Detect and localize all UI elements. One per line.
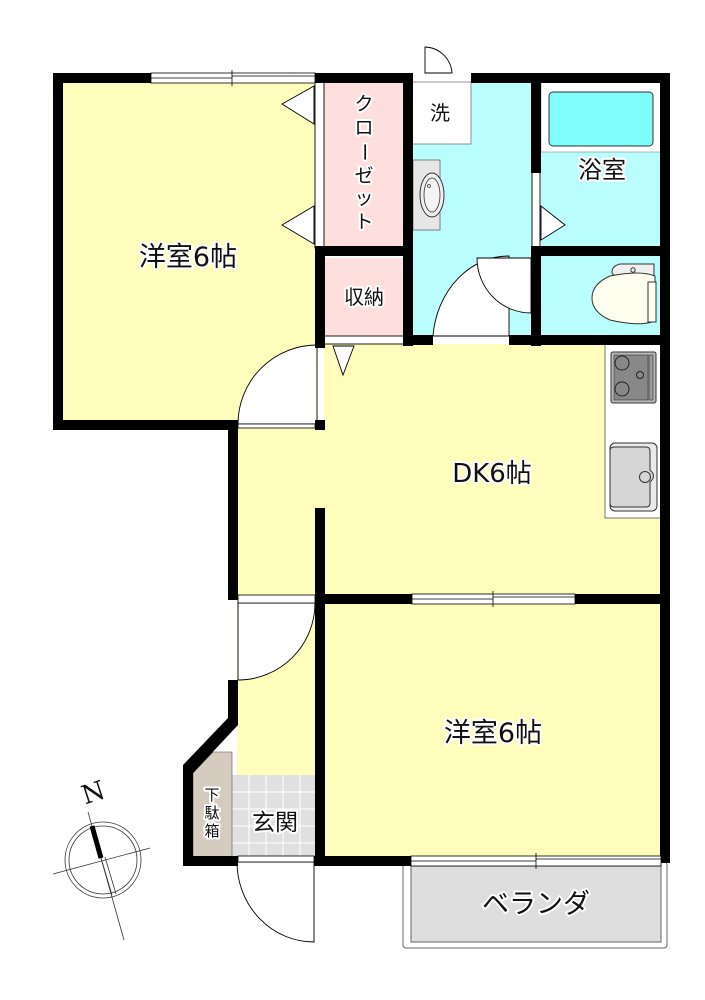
svg-text:駄: 駄 [204, 804, 219, 822]
svg-text:ロ: ロ [354, 117, 373, 139]
closet-label: ク ロ ー ゼ ッ ト [351, 91, 377, 235]
entrance-tile-grid [232, 775, 316, 857]
front-door[interactable] [236, 861, 315, 943]
kitchen-sink-icon [609, 442, 658, 512]
dk-label: DK6帖 [452, 459, 532, 489]
compass-north-label: N [78, 776, 109, 812]
svg-text:ク: ク [354, 93, 373, 115]
toilet-icon [591, 263, 657, 325]
svg-text:ゼ: ゼ [354, 165, 373, 187]
door-western-1[interactable] [237, 344, 318, 425]
washer-label: 洗 [430, 101, 450, 125]
storage-label: 収納 [344, 285, 384, 309]
closet-door-triangles [281, 81, 566, 377]
compass-icon: N [52, 776, 151, 941]
windows [150, 70, 662, 869]
closet-floor [324, 82, 404, 248]
svg-text:箱: 箱 [204, 822, 219, 840]
balcony-floor [410, 865, 662, 943]
western-room-2-floor [324, 604, 661, 856]
stove-icon [610, 351, 657, 404]
western-room-2-label: 洋室6帖 [444, 718, 542, 749]
storage-floor [324, 258, 404, 336]
svg-text:ー: ー [353, 142, 375, 161]
svg-text:ッ: ッ [354, 187, 373, 209]
bathroom-label: 浴室 [578, 156, 626, 184]
walls [53, 73, 670, 866]
door-hallway[interactable] [237, 602, 316, 681]
door-washer-outside[interactable] [424, 46, 453, 74]
shoe-box-label: 下 駄 箱 [202, 784, 221, 842]
western-room-1-label: 洋室6帖 [139, 242, 237, 273]
bathtub [548, 91, 654, 147]
entrance-label: 玄関 [252, 810, 298, 836]
svg-text:下: 下 [204, 786, 219, 804]
washer-space [410, 81, 472, 145]
balcony-label: ベランダ [482, 889, 590, 920]
svg-text:ト: ト [354, 211, 373, 233]
door-toilet[interactable] [476, 257, 532, 314]
